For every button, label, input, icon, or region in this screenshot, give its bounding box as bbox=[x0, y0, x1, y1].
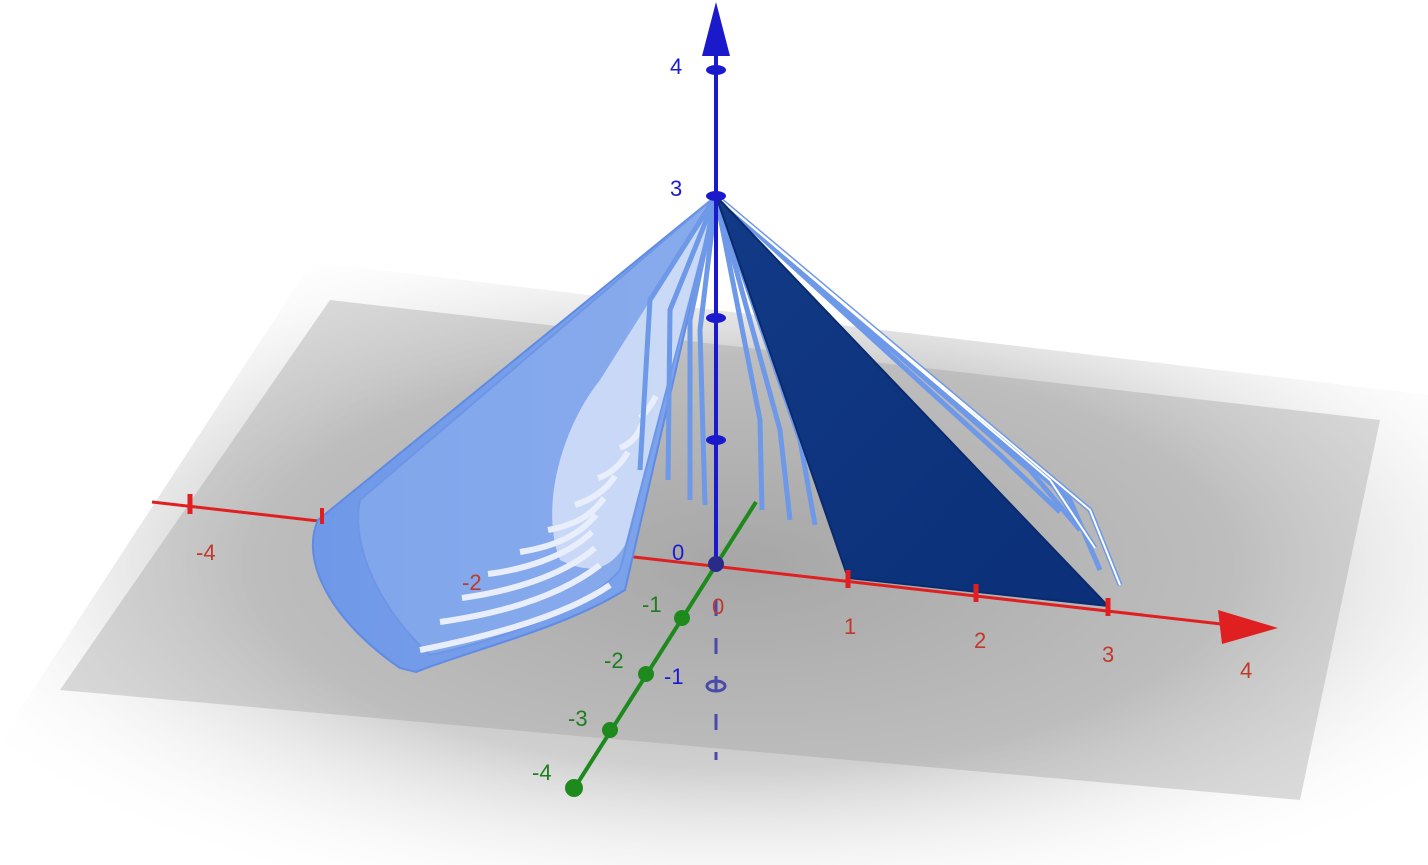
z-tick-3 bbox=[706, 191, 726, 201]
z-label-minus1: -1 bbox=[664, 664, 684, 689]
origin-point bbox=[708, 556, 724, 572]
y-tick-minus1 bbox=[674, 610, 690, 626]
z-label-0: 0 bbox=[672, 540, 684, 565]
xy-plane-shadow bbox=[60, 300, 1380, 800]
y-label-minus3: -3 bbox=[568, 706, 588, 731]
y-label-minus1: -1 bbox=[642, 592, 662, 617]
y-label-minus4: -4 bbox=[532, 760, 552, 785]
y-tick-minus4 bbox=[565, 779, 583, 797]
swept-surface-light bbox=[311, 193, 719, 674]
x-axis-arrowhead bbox=[1218, 610, 1278, 644]
z-tick-4 bbox=[706, 65, 726, 75]
x-label-1: 1 bbox=[844, 614, 856, 639]
x-label-2: 2 bbox=[974, 628, 986, 653]
z-tick-1 bbox=[706, 435, 726, 445]
z-label-3: 3 bbox=[670, 176, 682, 201]
z-label-4: 4 bbox=[670, 54, 682, 79]
y-axis-line bbox=[570, 500, 758, 794]
z-tick-minus1 bbox=[705, 679, 727, 693]
x-label-4: 4 bbox=[1240, 658, 1252, 683]
z-axis-arrowhead bbox=[702, 2, 730, 56]
x-label-minus4: -4 bbox=[196, 540, 216, 565]
y-tick-minus3 bbox=[602, 722, 618, 738]
y-tick-minus2 bbox=[638, 666, 654, 682]
z-tick-2 bbox=[706, 313, 726, 323]
y-label-minus2: -2 bbox=[604, 648, 624, 673]
x-label-0: 0 bbox=[712, 594, 724, 619]
x-label-minus2: -2 bbox=[462, 570, 482, 595]
x-label-3: 3 bbox=[1102, 642, 1114, 667]
